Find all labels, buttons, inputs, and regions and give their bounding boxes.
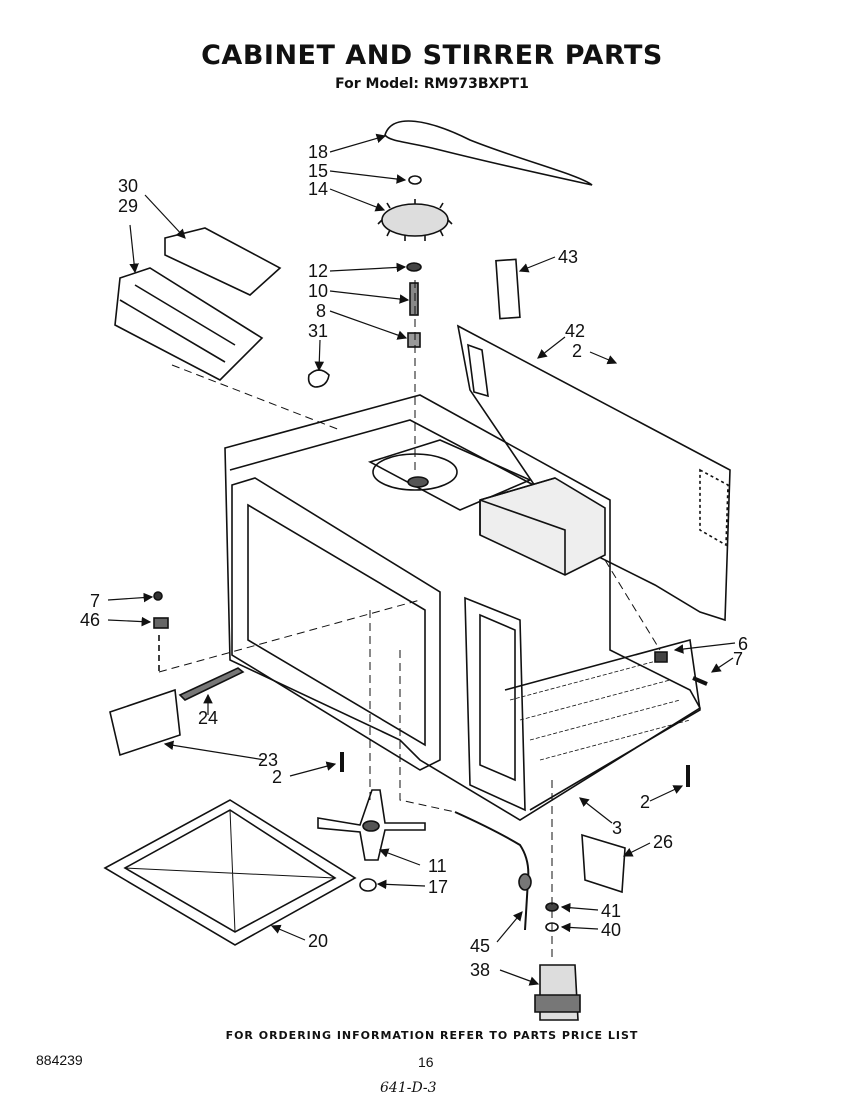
- callout-14: 14: [308, 179, 328, 199]
- cover-plate-part: [109, 688, 181, 757]
- callout-10: 10: [308, 281, 328, 301]
- screw-7-left: [153, 591, 163, 601]
- probe-wire-part: [454, 811, 530, 931]
- nut-17-part: [359, 878, 377, 892]
- callout-26: 26: [653, 832, 673, 852]
- callout-29: 29: [118, 196, 138, 216]
- handwritten-note: 641-D-3: [380, 1080, 437, 1096]
- callout-2-top: 2: [572, 341, 582, 361]
- callout-20: 20: [308, 931, 328, 951]
- callout-45: 45: [470, 936, 490, 956]
- belt-part: [384, 120, 593, 186]
- callout-2-mid: 2: [272, 767, 282, 787]
- stirrer-motor-part: [534, 964, 581, 1021]
- tray-part: [103, 799, 357, 946]
- terminal-strip-part: [178, 667, 245, 701]
- callout-17: 17: [428, 877, 448, 897]
- stirrer-gear-part: [377, 199, 453, 241]
- callout-7-right: 7: [733, 649, 743, 669]
- callout-2-right: 2: [640, 792, 650, 812]
- callout-38: 38: [470, 960, 490, 980]
- page-number: 16: [418, 1054, 434, 1070]
- callout-23: 23: [258, 750, 278, 770]
- callout-24: 24: [198, 708, 218, 728]
- bracket-26-part: [581, 833, 626, 894]
- cabinet-part: [224, 394, 702, 821]
- callout-30: 30: [118, 176, 138, 196]
- clip-6-part: [654, 651, 668, 663]
- callout-31: 31: [308, 321, 328, 341]
- callout-42: 42: [565, 321, 585, 341]
- washer-part: [406, 262, 422, 272]
- callout-11: 11: [428, 856, 447, 876]
- document-number: 884239: [36, 1052, 83, 1068]
- stirrer-blade-part: [317, 789, 426, 861]
- air-duct-part: [114, 227, 282, 381]
- callout-15: 15: [308, 161, 328, 181]
- callout-6: 6: [738, 634, 748, 654]
- bracket-43-part: [495, 258, 521, 320]
- shaft-part: [409, 282, 419, 316]
- clip-46-part: [153, 617, 169, 629]
- callout-7-left: 7: [90, 591, 100, 611]
- callout-3: 3: [612, 818, 622, 838]
- callout-18: 18: [308, 142, 328, 162]
- callout-46: 46: [80, 610, 100, 630]
- page-title: CABINET AND STIRRER PARTS: [201, 40, 663, 71]
- screw-7-right: [692, 676, 708, 686]
- clip-part: [408, 175, 422, 185]
- callout-8: 8: [316, 301, 326, 321]
- callout-12: 12: [308, 261, 328, 281]
- callout-43: 43: [558, 247, 578, 267]
- callout-40: 40: [601, 920, 621, 940]
- door-frame-part: [231, 477, 441, 771]
- bushing-part: [407, 332, 421, 348]
- callout-41: 41: [601, 901, 621, 921]
- side-panel-part: [456, 324, 731, 622]
- ordering-note: FOR ORDERING INFORMATION REFER TO PARTS …: [225, 1029, 639, 1042]
- model-subtitle: For Model: RM973BXPT1: [335, 76, 529, 92]
- clip-31-part: [307, 369, 330, 388]
